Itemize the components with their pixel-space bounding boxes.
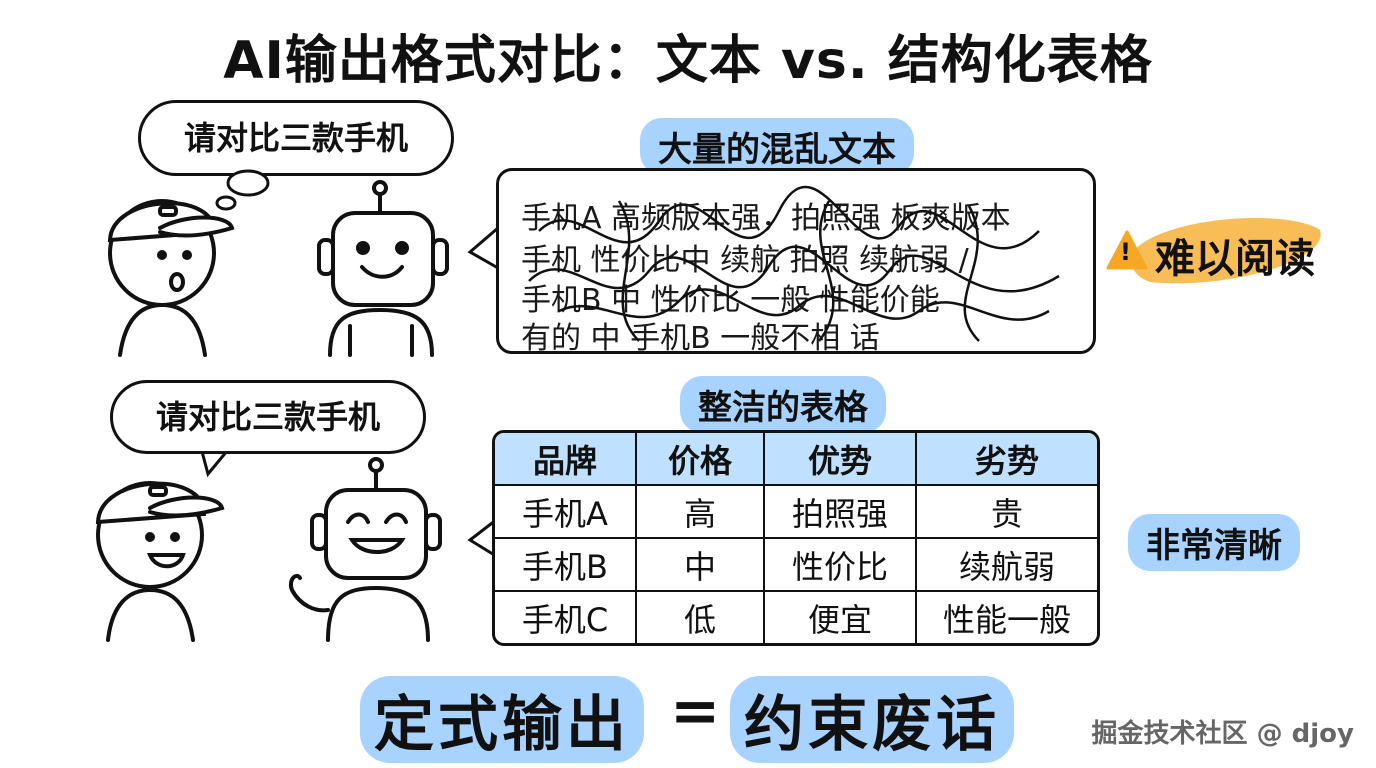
user-question-bubble-bottom: 请对比三款手机 xyxy=(110,380,426,454)
thought-bubble-dots xyxy=(215,169,270,211)
table-cell: 高 xyxy=(637,486,765,539)
messy-box-pointer xyxy=(467,226,499,270)
warning-icon xyxy=(1106,230,1148,270)
table-header-row: 品牌 价格 优势 劣势 xyxy=(495,433,1097,486)
user-question-text: 请对比三款手机 xyxy=(155,398,380,436)
table-cell: 贵 xyxy=(917,486,1097,539)
comparison-table: 品牌 价格 优势 劣势 手机A 高 拍照强 贵 手机B 中 性价比 续航弱 手机… xyxy=(492,430,1100,646)
table-cell: 便宜 xyxy=(765,592,917,643)
messy-text-box: 手机A 高频版本强，拍照强 板爽版本 手机 性价比中 续航 拍照 续航弱 / 手… xyxy=(496,168,1096,354)
table-row: 手机B 中 性价比 续航弱 xyxy=(495,539,1097,592)
robot-character-top xyxy=(317,180,449,357)
user-question-text: 请对比三款手机 xyxy=(183,119,408,157)
table-cell: 手机C xyxy=(495,592,637,643)
user-character-top xyxy=(107,199,235,357)
slogan-right: 约束废话 xyxy=(730,676,1014,763)
table-cell: 拍照强 xyxy=(765,486,917,539)
hard-to-read-highlight xyxy=(1131,218,1321,284)
table-header-cell: 品牌 xyxy=(495,433,637,486)
watermark: 掘金技术社区 @ djoy xyxy=(1091,719,1354,749)
user-question-bubble-top: 请对比三款手机 xyxy=(138,100,454,176)
slogan-left: 定式输出 xyxy=(360,676,644,763)
page-title: AI输出格式对比：文本 vs. 结构化表格 xyxy=(223,31,1153,91)
table-cell: 中 xyxy=(637,539,765,592)
table-cell: 手机B xyxy=(495,539,637,592)
table-header-cell: 劣势 xyxy=(917,433,1097,486)
table-cell: 性价比 xyxy=(765,539,917,592)
table-cell: 手机A xyxy=(495,486,637,539)
messy-line: 有的 中 手机B 一般不相 话 xyxy=(521,321,880,354)
table-header-cell: 价格 xyxy=(637,433,765,486)
user-character-bottom xyxy=(95,481,225,642)
scribble-overlay xyxy=(528,185,1060,342)
table-header-cell: 优势 xyxy=(765,433,917,486)
table-row: 手机A 高 拍照强 贵 xyxy=(495,486,1097,539)
robot-character-bottom xyxy=(289,457,442,642)
table-label: 整洁的表格 xyxy=(680,376,886,433)
table-cell: 性能一般 xyxy=(942,600,1071,639)
table-cell: 低 xyxy=(637,592,765,643)
messy-text-label: 大量的混乱文本 xyxy=(640,118,914,175)
slogan-equals: = xyxy=(670,676,725,746)
table-cell: 续航弱 xyxy=(917,539,1097,592)
very-clear-label: 非常清晰 xyxy=(1128,514,1300,571)
table-row: 手机C 低 便宜 性能一般 xyxy=(495,592,1097,643)
warning-exclamation: ! xyxy=(1120,238,1131,266)
hard-to-read-text: 难以阅读 xyxy=(1155,236,1315,282)
comparison-table-wrapper: 品牌 价格 优势 劣势 手机A 高 拍照强 贵 手机B 中 性价比 续航弱 手机… xyxy=(492,430,1100,646)
table-pointer xyxy=(467,518,497,558)
messy-line: 手机 性价比中 续航 拍照 续航弱 / xyxy=(521,243,969,278)
slogan: 定式输出 = 约束废话 xyxy=(360,676,1020,763)
